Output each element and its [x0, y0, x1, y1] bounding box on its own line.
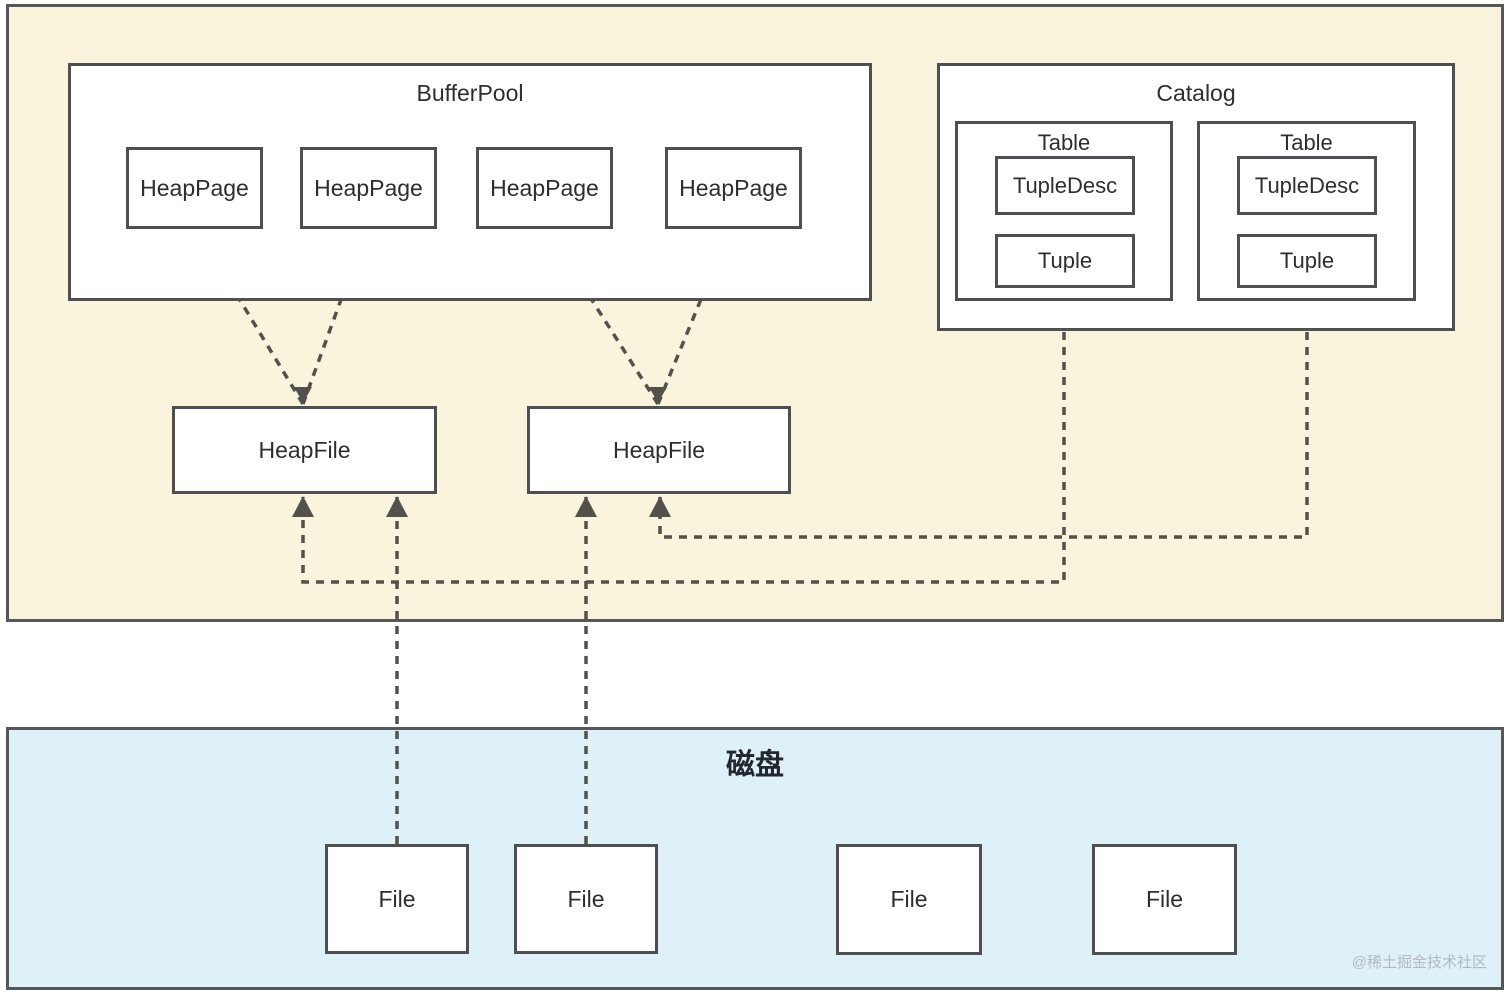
heapfile-label: HeapFile — [612, 436, 706, 463]
tupledesc-box: TupleDesc — [1237, 156, 1377, 215]
file-box: File — [1092, 844, 1237, 955]
heappage-box: HeapPage — [126, 147, 263, 229]
file-label: File — [378, 885, 416, 912]
file-box: File — [514, 844, 658, 954]
heapfile-box: HeapFile — [527, 406, 791, 494]
heapfile-box: HeapFile — [172, 406, 437, 494]
heappage-label: HeapPage — [140, 174, 249, 201]
file-label: File — [890, 886, 928, 912]
tupledesc-label: TupleDesc — [1254, 172, 1360, 198]
disk-title: 磁盘 — [725, 749, 784, 781]
file-box: File — [325, 844, 469, 954]
file-label: File — [567, 885, 605, 912]
heappage-box: HeapPage — [665, 147, 802, 229]
tuple-label: Tuple — [1279, 248, 1335, 273]
heappage-label: HeapPage — [679, 174, 788, 201]
bufferpool-title: BufferPool — [416, 80, 524, 106]
heappage-box: HeapPage — [476, 147, 613, 229]
heappage-label: HeapPage — [314, 174, 423, 201]
disk-region — [6, 727, 1504, 990]
tupledesc-label: TupleDesc — [1012, 172, 1118, 198]
catalog-title: Catalog — [1156, 80, 1236, 106]
tupledesc-box: TupleDesc — [995, 156, 1135, 215]
table-label: Table — [1280, 130, 1333, 155]
heappage-box: HeapPage — [300, 147, 437, 229]
tuple-label: Tuple — [1037, 248, 1093, 273]
heapfile-label: HeapFile — [258, 436, 351, 463]
tuple-box: Tuple — [1237, 234, 1377, 288]
heappage-label: HeapPage — [490, 174, 599, 201]
table-label: Table — [1037, 130, 1091, 155]
watermark: @稀土掘金技术社区 — [1351, 954, 1487, 971]
file-label: File — [1145, 886, 1184, 912]
file-box: File — [836, 844, 982, 955]
tuple-box: Tuple — [995, 234, 1135, 288]
